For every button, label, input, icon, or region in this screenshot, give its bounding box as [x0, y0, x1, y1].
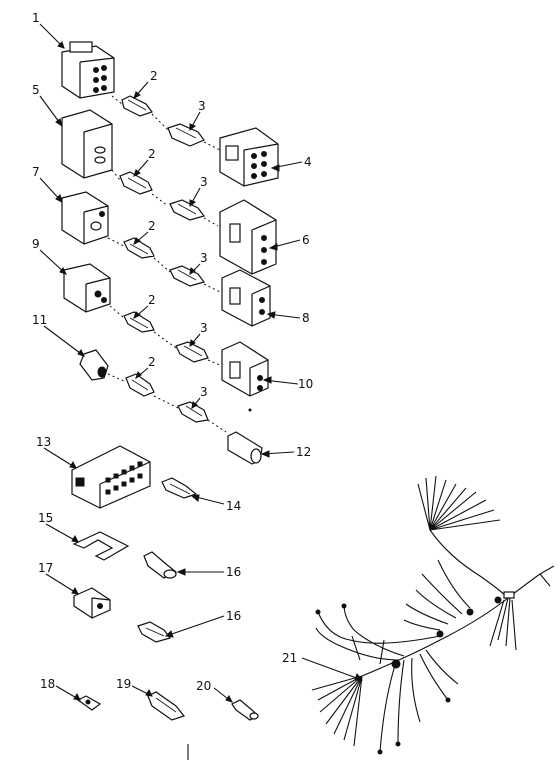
connector-part-5	[61, 109, 113, 179]
terminal-part-2d	[123, 311, 155, 333]
callout-18: 18	[40, 677, 55, 691]
terminal-part-2	[121, 95, 153, 117]
callout-15: 15	[38, 511, 53, 525]
callout-2: 2	[148, 293, 156, 307]
callout-5: 5	[32, 83, 40, 97]
callout-7: 7	[32, 165, 40, 179]
dot-mark	[248, 408, 252, 412]
callout-6: 6	[302, 233, 310, 247]
callout-3: 3	[200, 385, 208, 399]
clip-part-15	[72, 531, 130, 561]
plug-part-11	[79, 349, 109, 381]
callout-16: 16	[226, 565, 241, 579]
callout-3: 3	[200, 321, 208, 335]
terminal-part-16a	[143, 551, 178, 579]
callout-16: 16	[226, 609, 241, 623]
connector-part-8	[221, 269, 271, 327]
connector-part-6	[219, 199, 277, 275]
housing-part-17	[73, 587, 111, 619]
terminal-part-3d	[175, 341, 209, 363]
callout-20: 20	[196, 679, 211, 693]
callout-19: 19	[116, 677, 131, 691]
callout-11: 11	[32, 313, 47, 327]
callout-4: 4	[304, 155, 312, 169]
terminal-part-2b	[119, 171, 153, 195]
callout-12: 12	[296, 445, 311, 459]
callout-13: 13	[36, 435, 51, 449]
callout-14: 14	[226, 499, 241, 513]
connector-part-9	[63, 263, 111, 313]
callout-labels: 1 2 3 4 5 2 3 6 7 2 3 8 9 2 3 10 11 2 3 …	[32, 11, 313, 693]
callout-8: 8	[302, 311, 310, 325]
connector-part-4	[219, 127, 279, 187]
terminal-part-16b	[137, 621, 172, 643]
clip-part-18	[76, 695, 102, 711]
callout-3: 3	[198, 99, 206, 113]
callout-10: 10	[298, 377, 313, 391]
terminal-part-3b	[169, 199, 206, 221]
connector-part-1	[61, 41, 115, 99]
callout-21: 21	[282, 651, 297, 665]
wire-harness-part-21	[311, 475, 555, 755]
callout-2: 2	[148, 355, 156, 369]
callout-1: 1	[32, 11, 40, 25]
callout-2: 2	[148, 219, 156, 233]
callout-17: 17	[38, 561, 53, 575]
connector-part-7	[61, 191, 109, 245]
callout-3: 3	[200, 175, 208, 189]
terminal-part-2e	[125, 373, 155, 397]
connector-part-10	[221, 341, 269, 397]
terminal-part-19	[147, 691, 186, 721]
callout-3: 3	[200, 251, 208, 265]
terminal-part-3	[167, 123, 205, 147]
callout-2: 2	[150, 69, 158, 83]
terminal-part-2c	[123, 237, 155, 259]
terminal-part-3c	[169, 265, 206, 287]
terminal-part-20	[231, 699, 260, 721]
block-connector-part-13	[71, 445, 151, 509]
leader-lines	[39, 23, 364, 703]
callout-2: 2	[148, 147, 156, 161]
terminal-part-14	[161, 477, 198, 499]
callout-9: 9	[32, 237, 40, 251]
sleeve-part-12	[227, 431, 263, 465]
